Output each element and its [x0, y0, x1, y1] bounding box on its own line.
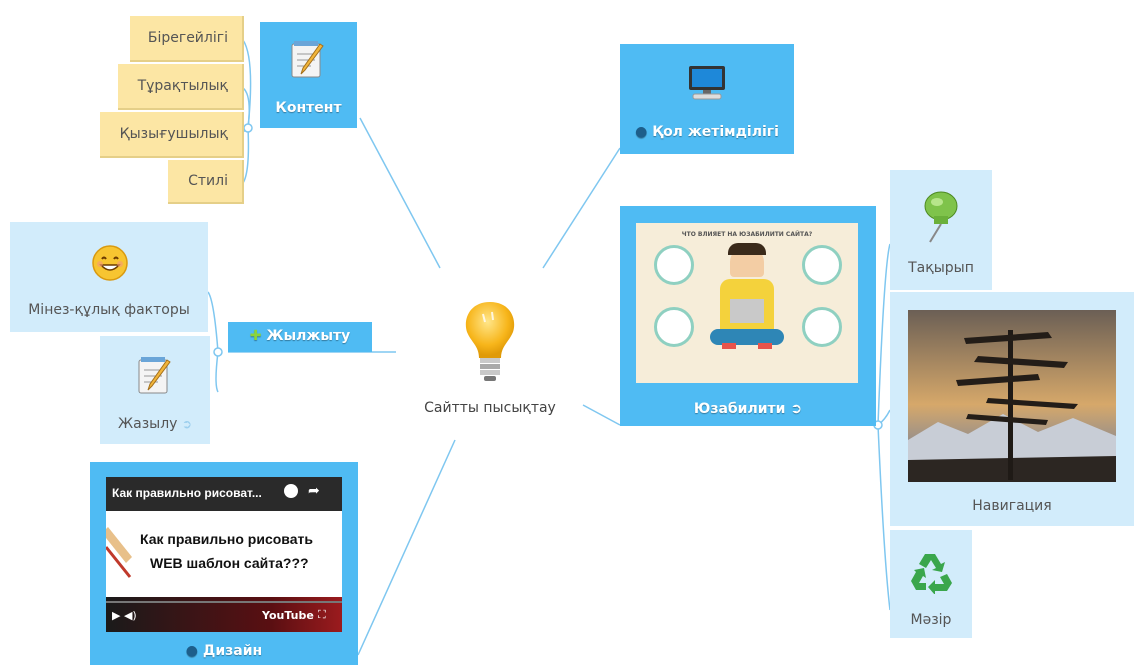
node-usability[interactable]: ЧТО ВЛИЯЕТ НА ЮЗАБИЛИТИ САЙТА? Юзабилити… — [620, 206, 876, 426]
infographic-caption: ЧТО ВЛИЯЕТ НА ЮЗАБИЛИТИ САЙТА? — [681, 231, 813, 238]
note-style[interactable]: Стилі — [168, 160, 244, 204]
youtube-logo[interactable]: YouTube — [262, 609, 314, 622]
notepad-pencil-icon — [138, 357, 171, 394]
clock-icon[interactable] — [284, 484, 298, 498]
node-content[interactable]: Контент — [260, 22, 357, 128]
arrow-circle-icon[interactable]: ➲ — [181, 417, 192, 431]
note-label: Бірегейлігі — [147, 30, 228, 46]
node-usability-title: Юзабилити — [693, 401, 786, 417]
node-promotion[interactable]: ✚ Жылжыту — [228, 322, 372, 352]
center-label[interactable]: Сайтты пысықтау — [424, 400, 556, 416]
node-promotion-title: Жылжыту — [266, 328, 351, 344]
video-line1: Как правильно рисовать — [140, 531, 313, 547]
node-accessibility[interactable]: ● Қол жетімділігі — [620, 44, 794, 154]
topic-label: Тақырып — [908, 260, 974, 276]
note-label: Стилі — [188, 173, 228, 189]
video-line2: WEB шаблон сайта??? — [150, 555, 309, 571]
pushpin-icon — [924, 191, 958, 243]
node-navigation[interactable]: Навигация — [890, 292, 1134, 526]
navigation-label: Навигация — [972, 498, 1052, 514]
video-thumbnail[interactable]: Как правильно рисоват... ➦ Как правильно… — [106, 477, 342, 632]
link-center-usability — [582, 404, 621, 426]
play-volume-controls[interactable]: ▶ ◀) — [112, 609, 137, 622]
recycle-icon — [911, 554, 952, 594]
subscription-label: Жазылу — [118, 416, 178, 432]
video-top-title: Как правильно рисоват... — [112, 486, 262, 500]
smiley-icon — [92, 245, 128, 281]
node-accessibility-title: Қол жетімділігі — [652, 124, 779, 140]
note-uniqueness[interactable]: Бірегейлігі — [130, 16, 244, 62]
node-design-title: Дизайн — [202, 643, 263, 659]
lightbulb-icon — [465, 302, 515, 381]
node-menu[interactable]: Мәзір — [890, 530, 972, 638]
signpost-photo — [908, 310, 1116, 482]
share-icon[interactable]: ➦ — [308, 483, 320, 499]
laptop — [730, 299, 764, 323]
usability-infographic: ЧТО ВЛИЯЕТ НА ЮЗАБИЛИТИ САЙТА? — [636, 223, 858, 383]
behavior-factors-label: Мінез-құлық факторы — [28, 302, 190, 318]
fullscreen-icon[interactable]: ⛶ — [318, 608, 326, 621]
node-subscription[interactable]: Жазылу ➲ — [100, 336, 210, 444]
note-interest[interactable]: Қызығушылық — [100, 112, 244, 158]
notepad-pencil-icon — [291, 41, 324, 78]
progress-bar[interactable] — [106, 601, 342, 603]
pencil-graphic — [106, 527, 132, 578]
menu-label: Мәзір — [910, 612, 952, 628]
arrow-circle-icon[interactable]: ➲ — [790, 401, 803, 417]
plus-icon: ✚ — [249, 328, 262, 344]
note-label: Қызығушылық — [119, 126, 228, 142]
node-topic[interactable]: Тақырып — [890, 170, 992, 290]
monitor-icon — [689, 66, 725, 100]
note-label: Тұрақтылық — [137, 78, 228, 94]
link-center-accessibility — [542, 147, 621, 269]
note-stability[interactable]: Тұрақтылық — [118, 64, 244, 110]
info-icon: ● — [635, 124, 648, 140]
link-center-content — [359, 117, 441, 269]
info-icon: ● — [185, 643, 198, 659]
node-behavior-factors[interactable]: Мінез-құлық факторы — [10, 222, 208, 332]
link-center-design — [357, 439, 456, 656]
node-design[interactable]: Как правильно рисоват... ➦ Как правильно… — [90, 462, 358, 665]
node-content-title: Контент — [275, 100, 342, 116]
